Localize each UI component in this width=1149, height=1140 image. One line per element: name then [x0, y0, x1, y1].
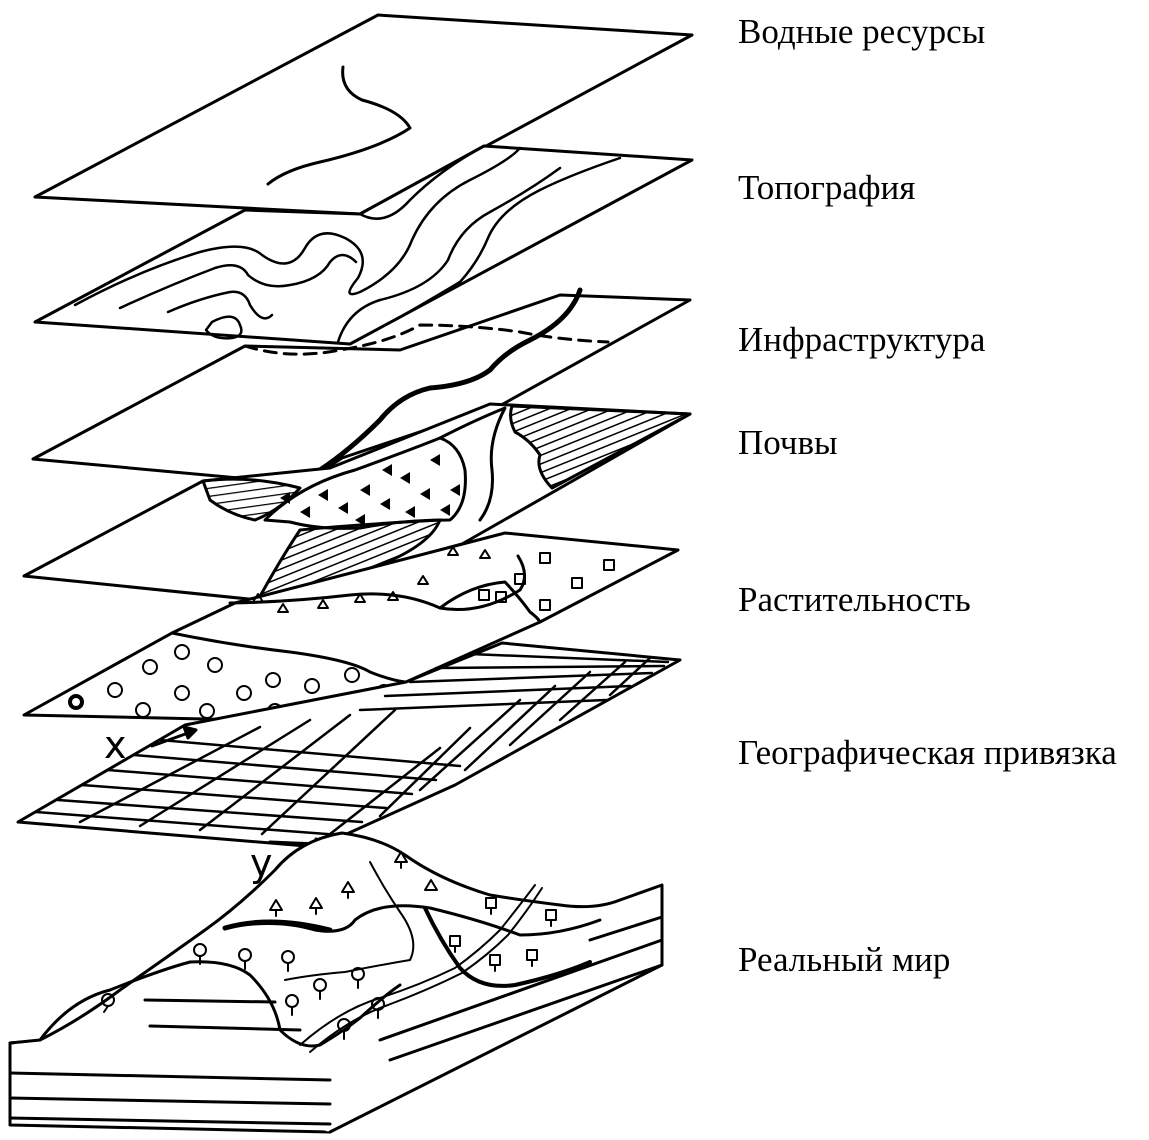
axis-x-label: x — [104, 723, 127, 767]
label-infrastructure: Инфраструктура — [738, 322, 985, 357]
label-vegetation: Растительность — [738, 582, 971, 617]
label-georeference: Географическая привязка — [738, 735, 1117, 770]
label-real-world: Реальный мир — [738, 942, 950, 977]
axis-y-label: y — [250, 841, 273, 885]
layer-real-world — [10, 833, 662, 1132]
label-water: Водные ресурсы — [738, 14, 985, 49]
label-topography: Топография — [738, 170, 915, 205]
label-soils: Почвы — [738, 425, 838, 460]
